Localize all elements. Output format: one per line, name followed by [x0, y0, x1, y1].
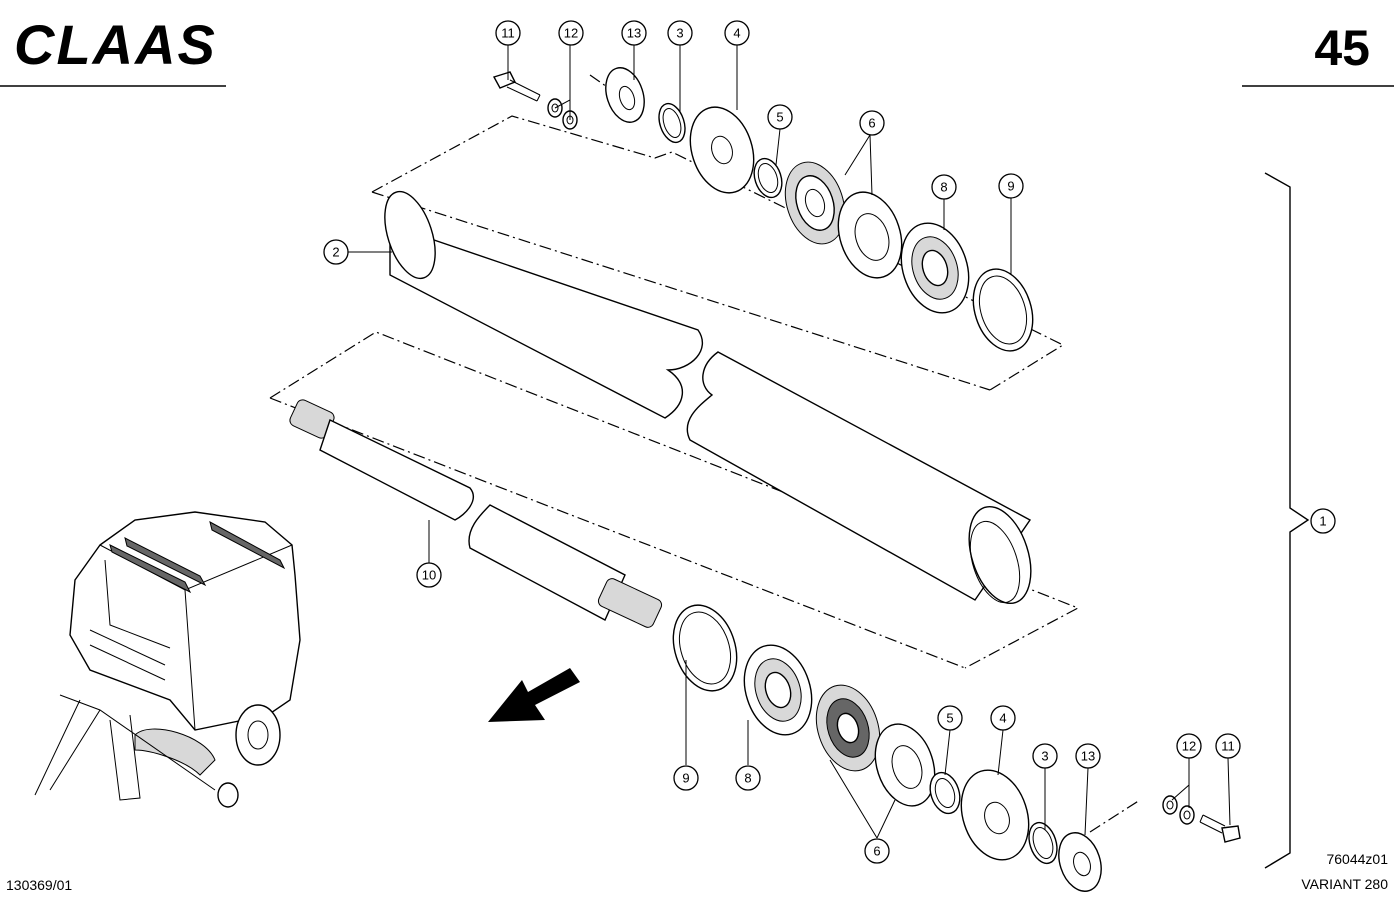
- callout-top-11: 11: [495, 20, 521, 46]
- bottom-ring: [929, 771, 961, 815]
- bottom-bearing: [743, 644, 813, 736]
- bottom-snap-ring: [672, 604, 738, 692]
- bottom-seal: [815, 684, 881, 772]
- bottom-washers: [1162, 795, 1195, 825]
- top-seal: [784, 161, 846, 245]
- svg-text:5: 5: [946, 711, 953, 726]
- bottom-plate: [1058, 832, 1102, 892]
- svg-text:13: 13: [627, 26, 641, 41]
- callout-bottom-13: 13: [1075, 743, 1101, 769]
- svg-text:4: 4: [733, 26, 740, 41]
- callout-bottom-5: 5: [937, 705, 963, 731]
- callout-top-6: 6: [859, 110, 885, 136]
- callout-bottom-11: 11: [1215, 733, 1241, 759]
- bottom-flange: [960, 769, 1030, 861]
- baler-thumbnail: [34, 511, 301, 808]
- bottom-cover: [874, 723, 936, 807]
- callout-bottom-12: 12: [1176, 733, 1202, 759]
- callout-top-9: 9: [998, 173, 1024, 199]
- callout-bottom-3: 3: [1032, 743, 1058, 769]
- callout-bottom-9: 9: [673, 765, 699, 791]
- svg-text:6: 6: [868, 116, 875, 131]
- top-flange: [689, 106, 755, 194]
- top-circlip: [658, 102, 686, 144]
- top-snap-ring: [972, 268, 1034, 352]
- callout-tube-2: 2: [323, 239, 349, 265]
- svg-text:4: 4: [999, 711, 1006, 726]
- svg-text:9: 9: [682, 771, 689, 786]
- leader-lines: [348, 45, 1231, 839]
- callout-top-3: 3: [667, 20, 693, 46]
- top-plate: [605, 67, 645, 123]
- svg-text:3: 3: [676, 26, 683, 41]
- svg-text:8: 8: [940, 180, 947, 195]
- callout-top-13: 13: [621, 20, 647, 46]
- callout-top-8: 8: [931, 174, 957, 200]
- bottom-circlip: [1028, 821, 1058, 865]
- callout-top-5: 5: [767, 104, 793, 130]
- shaft: [289, 399, 663, 628]
- bottom-bolt: [1199, 814, 1241, 843]
- svg-text:9: 9: [1007, 179, 1014, 194]
- svg-text:12: 12: [1182, 739, 1196, 754]
- top-bolt: [492, 71, 541, 102]
- svg-text:11: 11: [1221, 739, 1235, 754]
- callout-assembly-1: 1: [1310, 508, 1336, 534]
- footer-left-code: 130369/01: [6, 877, 72, 893]
- page-number: 45: [1314, 20, 1370, 76]
- drawing-id: 76044z01: [1326, 851, 1388, 867]
- brand-logo: CLAAS: [14, 13, 217, 76]
- svg-text:2: 2: [332, 245, 339, 260]
- svg-text:12: 12: [564, 26, 578, 41]
- callout-top-4: 4: [724, 20, 750, 46]
- callout-bottom-6: 6: [864, 838, 890, 864]
- svg-text:6: 6: [873, 844, 880, 859]
- callout-bottom-8: 8: [735, 765, 761, 791]
- top-cover: [837, 191, 903, 279]
- svg-text:10: 10: [422, 568, 436, 583]
- model-name: VARIANT 280: [1301, 876, 1388, 892]
- callout-shaft-10: 10: [416, 562, 442, 588]
- tube: [384, 190, 1032, 605]
- svg-text:13: 13: [1081, 749, 1095, 764]
- assembly-bracket: [1264, 172, 1310, 869]
- svg-text:1: 1: [1319, 514, 1326, 529]
- svg-text:5: 5: [776, 110, 783, 125]
- direction-arrow: [488, 668, 580, 722]
- svg-text:3: 3: [1041, 749, 1048, 764]
- svg-text:8: 8: [744, 771, 751, 786]
- svg-text:11: 11: [501, 26, 515, 41]
- top-ring: [753, 157, 783, 199]
- callout-bottom-4: 4: [990, 705, 1016, 731]
- callout-top-12: 12: [558, 20, 584, 46]
- top-bearing: [900, 222, 970, 314]
